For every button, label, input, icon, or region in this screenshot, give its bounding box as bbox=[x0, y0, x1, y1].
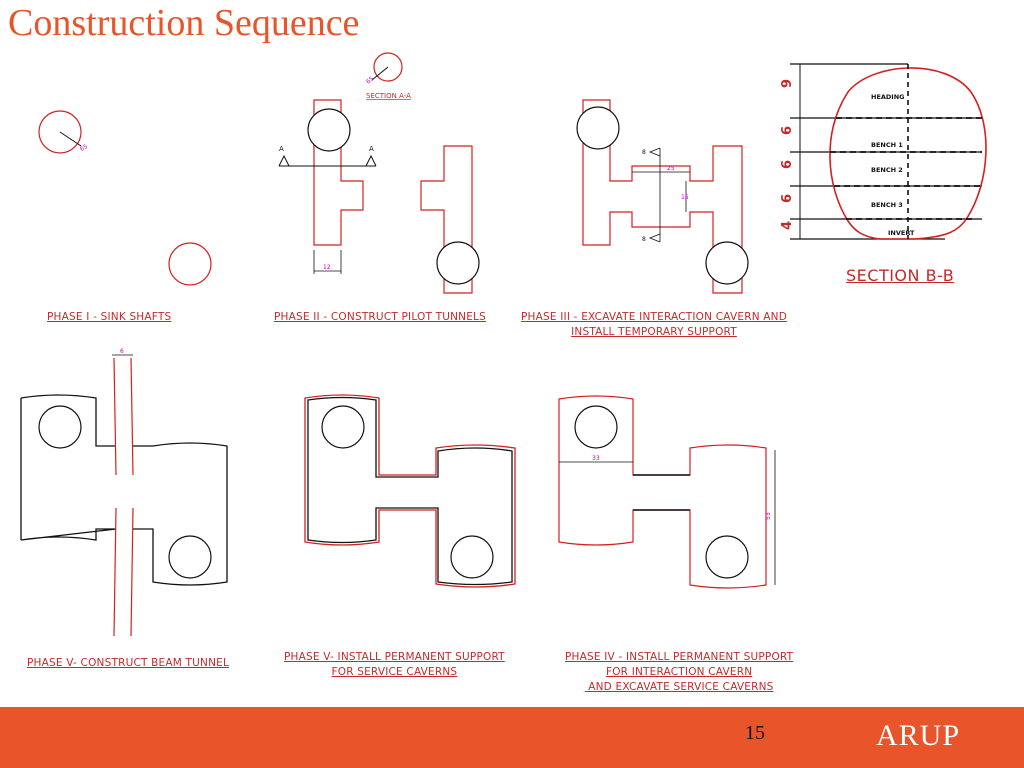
shaft-circle-upper bbox=[38, 110, 82, 154]
phase-3-caption: PHASE III - EXCAVATE INTERACTION CAVERN … bbox=[521, 310, 787, 340]
shaft-circle-interaction-upper bbox=[574, 405, 618, 449]
section-bb-drawing bbox=[790, 63, 987, 240]
mark-upper-label: 8 bbox=[642, 149, 646, 156]
caption-line: FOR SERVICE CAVERNS bbox=[331, 666, 458, 678]
shaft-circle-pilot-lower bbox=[436, 241, 480, 285]
shaft-dia-label-2: 65 bbox=[365, 75, 375, 85]
shaft-circle-service-lower bbox=[450, 535, 494, 579]
footer-bar bbox=[0, 707, 1024, 768]
caption-line: PHASE II - CONSTRUCT PILOT TUNNELS bbox=[274, 311, 486, 323]
section-aa-circle bbox=[373, 52, 403, 82]
shaft-dia-label-1: 65 bbox=[79, 143, 89, 153]
shaft-circle-cavern-lower bbox=[705, 241, 749, 285]
pilot-width-label: 12 bbox=[323, 264, 331, 271]
caption-line: PHASE IV - INSTALL PERMANENT SUPPORT bbox=[565, 651, 794, 663]
beam-tunnel-lines bbox=[113, 357, 134, 637]
beam-width-label: 6 bbox=[120, 348, 124, 355]
shaft-circle-beam-lower bbox=[168, 535, 212, 579]
arup-logo: ARUP bbox=[876, 719, 961, 752]
level-invert: INVERT bbox=[888, 229, 915, 237]
page-number: 15 bbox=[745, 722, 765, 744]
shaft-circle-lower bbox=[168, 242, 212, 286]
phase-5-beam-caption: PHASE V- CONSTRUCT BEAM TUNNEL bbox=[27, 656, 229, 671]
phase-2-caption: PHASE II - CONSTRUCT PILOT TUNNELS bbox=[274, 310, 486, 325]
phase-1-shafts bbox=[38, 110, 212, 286]
construction-sequence-diagram: 65 65 SECTION A-A A A 12 8 8 25 15 bbox=[20, 52, 987, 637]
cavern-height-label: 15 bbox=[681, 194, 689, 201]
shaft-circle-pilot-upper bbox=[307, 108, 351, 152]
dimension-9: 9 bbox=[780, 79, 795, 88]
shaft-circle-cavern-upper bbox=[576, 106, 620, 150]
caption-line: PHASE V- INSTALL PERMANENT SUPPORT bbox=[284, 651, 505, 663]
level-bench-3: BENCH 3 bbox=[871, 201, 903, 209]
phase-5-service-caverns bbox=[304, 394, 516, 588]
dimension-6b: 6 bbox=[780, 160, 795, 169]
dimension-6c: 6 bbox=[780, 194, 795, 203]
section-marker-a-left: A bbox=[279, 145, 284, 153]
section-bb-title: SECTION B-B bbox=[846, 266, 955, 285]
level-bench-2: BENCH 2 bbox=[871, 166, 903, 174]
phase-3-interaction-cavern bbox=[582, 99, 743, 294]
mark-lower-label: 8 bbox=[642, 236, 646, 243]
phase-1-caption: PHASE I - SINK SHAFTS bbox=[47, 310, 171, 325]
dimension-6a: 6 bbox=[780, 126, 795, 135]
caption-line: PHASE V- CONSTRUCT BEAM TUNNEL bbox=[27, 657, 230, 669]
caption-line: FOR INTERACTION CAVERN bbox=[605, 666, 753, 678]
service-height-label: 53 bbox=[765, 512, 772, 520]
level-heading: HEADING bbox=[871, 93, 905, 101]
dimension-4: 4 bbox=[780, 221, 795, 230]
section-marker-a-right: A bbox=[369, 145, 374, 153]
phase-4-caption: PHASE IV - INSTALL PERMANENT SUPPORT FOR… bbox=[565, 650, 793, 695]
slide-title: Construction Sequence bbox=[8, 2, 360, 44]
section-aa-label: SECTION A-A bbox=[366, 92, 411, 100]
cavern-length-label: 25 bbox=[667, 165, 675, 172]
shaft-circle-interaction-lower bbox=[705, 535, 749, 579]
level-bench-1: BENCH 1 bbox=[871, 141, 903, 149]
caption-line: AND EXCAVATE SERVICE CAVERNS bbox=[584, 681, 774, 693]
shaft-circle-service-upper bbox=[321, 405, 365, 449]
service-width-label: 33 bbox=[592, 455, 600, 462]
phase-5-beam-tunnel bbox=[20, 394, 228, 586]
caption-line: INSTALL TEMPORARY SUPPORT bbox=[571, 326, 737, 338]
shaft-circle-beam-upper bbox=[38, 405, 82, 449]
caption-line: PHASE III - EXCAVATE INTERACTION CAVERN … bbox=[521, 311, 788, 323]
phase-4-permanent-support bbox=[558, 395, 767, 589]
caption-line: PHASE I - SINK SHAFTS bbox=[47, 311, 172, 323]
phase-5-service-caption: PHASE V- INSTALL PERMANENT SUPPORT FOR S… bbox=[284, 650, 505, 680]
